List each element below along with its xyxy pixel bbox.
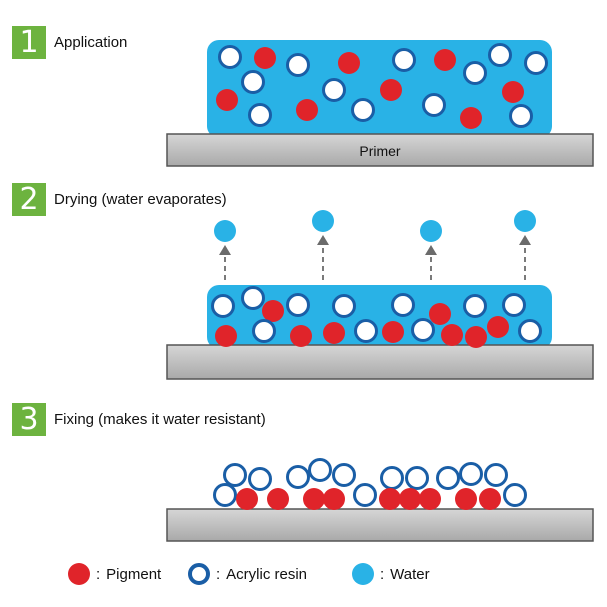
resin-particle (241, 286, 265, 310)
resin-particle (391, 293, 415, 317)
legend-pigment-label: Pigment (106, 565, 162, 583)
arrow-up-icon (317, 235, 329, 245)
resin-particle (252, 319, 276, 343)
pigment-particle (379, 488, 401, 510)
resin-particle (248, 103, 272, 127)
pigment-particle (216, 89, 238, 111)
resin-particle (422, 93, 446, 117)
resin-particle (248, 467, 272, 491)
resin-particle (332, 294, 356, 318)
resin-particle (509, 104, 533, 128)
pigment-particle (323, 322, 345, 344)
pigment-particle (429, 303, 451, 325)
resin-particle (286, 293, 310, 317)
pigment-particle (254, 47, 276, 69)
pigment-particle (434, 49, 456, 71)
water-dot-icon (352, 563, 374, 585)
legend: : Pigment : Acrylic resin : Water (0, 563, 607, 593)
pigment-particle (460, 107, 482, 129)
pigment-dot-icon (68, 563, 90, 585)
step-2-number-badge: 2 (12, 183, 46, 216)
resin-particle (405, 466, 429, 490)
step-3-number-badge: 3 (12, 403, 46, 436)
resin-particle (411, 318, 435, 342)
pigment-particle (419, 488, 441, 510)
water-droplet (420, 220, 442, 242)
pigment-particle (502, 81, 524, 103)
legend-separator: : (96, 565, 101, 583)
pigment-particle (296, 99, 318, 121)
pigment-particle (479, 488, 501, 510)
pigment-particle (262, 300, 284, 322)
legend-pigment: : Pigment (68, 563, 161, 585)
resin-particle (211, 294, 235, 318)
resin-particle (488, 43, 512, 67)
pigment-particle (382, 321, 404, 343)
resin-particle (353, 483, 377, 507)
resin-particle (436, 466, 460, 490)
primer-base-2 (166, 344, 594, 380)
arrow-up-icon (219, 245, 231, 255)
pigment-particle (399, 488, 421, 510)
pigment-particle (303, 488, 325, 510)
pigment-particle (338, 52, 360, 74)
primer-base-1 (166, 133, 594, 167)
pigment-particle (487, 316, 509, 338)
resin-particle (332, 463, 356, 487)
resin-particle (322, 78, 346, 102)
resin-particle (351, 98, 375, 122)
pigment-particle (236, 488, 258, 510)
primer-label: Primer (359, 143, 401, 159)
arrow-up-icon (425, 245, 437, 255)
resin-particle (286, 53, 310, 77)
water-droplet (514, 210, 536, 232)
pigment-particle (441, 324, 463, 346)
pigment-particle (323, 488, 345, 510)
legend-separator: : (380, 565, 385, 583)
resin-particle (308, 458, 332, 482)
step-1: 1 Application (12, 26, 127, 59)
pigment-particle (215, 325, 237, 347)
primer-base-3 (166, 508, 594, 542)
resin-particle (223, 463, 247, 487)
step-3: 3 Fixing (makes it water resistant) (12, 403, 266, 436)
resin-particle (354, 319, 378, 343)
pigment-particle (290, 325, 312, 347)
resin-particle (463, 294, 487, 318)
resin-particle (502, 293, 526, 317)
step-1-number-badge: 1 (12, 26, 46, 59)
pigment-particle (267, 488, 289, 510)
resin-particle (484, 463, 508, 487)
step-3-label: Fixing (makes it water resistant) (54, 411, 266, 428)
resin-particle (463, 61, 487, 85)
legend-resin-label: Acrylic resin (226, 565, 308, 583)
resin-particle (518, 319, 542, 343)
water-droplet (214, 220, 236, 242)
resin-particle (503, 483, 527, 507)
pigment-particle (380, 79, 402, 101)
resin-particle (524, 51, 548, 75)
pigment-particle (455, 488, 477, 510)
resin-particle (218, 45, 242, 69)
resin-particle (459, 462, 483, 486)
resin-particle (380, 466, 404, 490)
resin-particle (286, 465, 310, 489)
arrow-up-icon (519, 235, 531, 245)
step-1-label: Application (54, 34, 128, 51)
resin-ring-icon (188, 563, 210, 585)
pigment-particle (465, 326, 487, 348)
resin-particle (392, 48, 416, 72)
step-2: 2 Drying (water evaporates) (12, 183, 227, 216)
step-2-label: Drying (water evaporates) (54, 191, 227, 208)
legend-water-label: Water (390, 565, 430, 583)
resin-particle (241, 70, 265, 94)
resin-particle (213, 483, 237, 507)
water-droplet (312, 210, 334, 232)
legend-water: : Water (352, 563, 430, 585)
legend-resin: : Acrylic resin (188, 563, 307, 585)
legend-separator: : (216, 565, 221, 583)
